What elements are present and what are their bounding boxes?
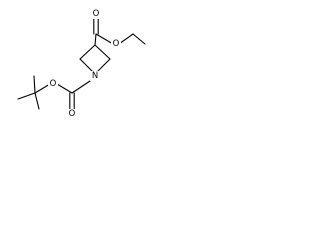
ester-carbonyl-oxygen-bg bbox=[91, 9, 101, 19]
ester-ether-oxygen-bg bbox=[111, 39, 121, 49]
ring-nitrogen-bg bbox=[90, 71, 100, 81]
bond-boc-c-to-ether-o bbox=[56, 83, 73, 94]
bond-tbutyl-down bbox=[34, 92, 40, 110]
boc-carbonyl-oxygen-label: O bbox=[69, 109, 76, 119]
bond-ring-top bbox=[79, 44, 96, 60]
boc-carbonyl-oxygen-bg bbox=[67, 109, 77, 119]
bond-ch2-to-ch3 bbox=[132, 33, 146, 45]
bond-ring-right bbox=[94, 44, 111, 60]
ring-nitrogen-label: N bbox=[92, 71, 98, 81]
molecule-drawing: O O N O O bbox=[17, 9, 146, 119]
ester-ether-oxygen-label: O bbox=[113, 39, 120, 49]
boc-ether-oxygen-bg bbox=[48, 79, 58, 89]
chemical-structure-canvas: O O N O O bbox=[0, 0, 150, 150]
bond-tbutyl-left bbox=[17, 92, 36, 100]
ester-carbonyl-oxygen-label: O bbox=[93, 9, 100, 19]
bond-boc-o-to-quaternary-c bbox=[34, 83, 51, 94]
bond-c3-to-ester-c bbox=[94, 33, 97, 46]
bond-ester-c-to-ether-o bbox=[95, 33, 114, 45]
bond-n-to-boc-c bbox=[71, 78, 94, 94]
boc-ether-oxygen-label: O bbox=[50, 79, 57, 89]
bond-tbutyl-up bbox=[33, 75, 36, 94]
bond-ether-o-to-ch2 bbox=[118, 33, 134, 45]
